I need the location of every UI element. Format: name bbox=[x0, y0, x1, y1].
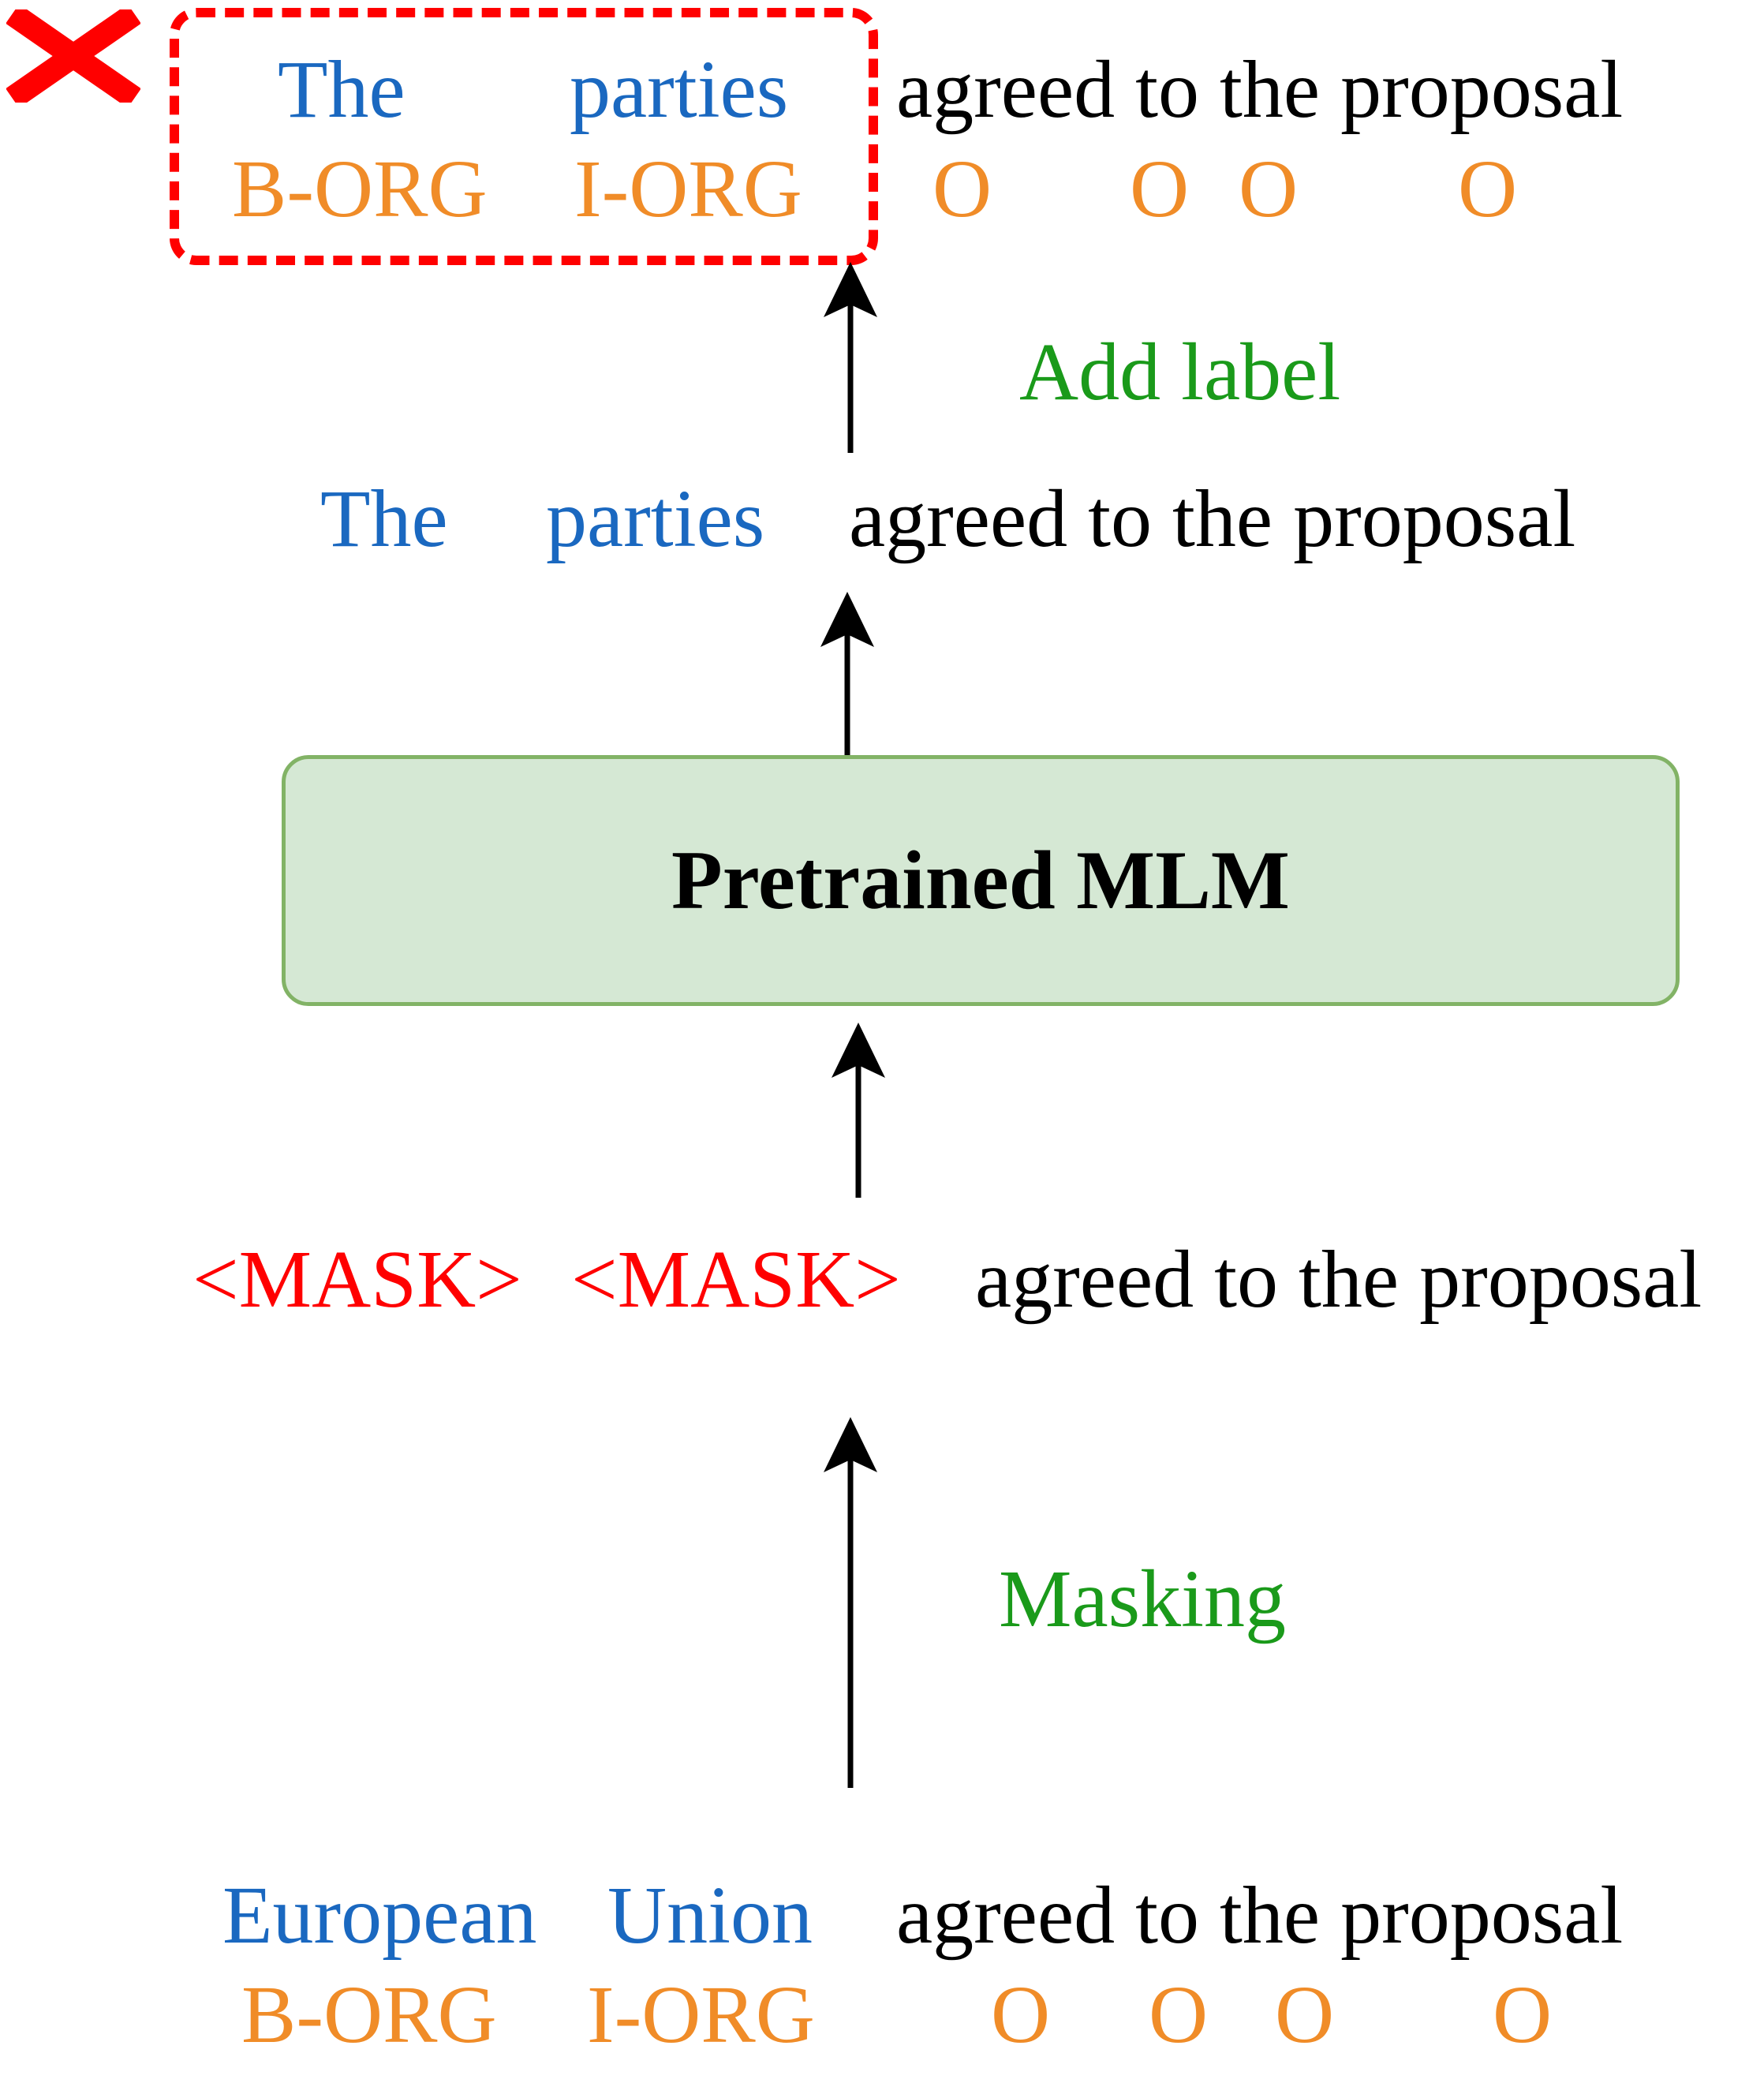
arrow-add-label bbox=[824, 262, 877, 453]
model-label: Pretrained MLM bbox=[671, 834, 1290, 926]
arrow-mask-to-mlm bbox=[832, 1023, 885, 1198]
step-masking: Masking bbox=[999, 1554, 1286, 1644]
mask-token-1: <MASK> bbox=[192, 1234, 522, 1325]
input-label-2: I-ORG bbox=[587, 1969, 815, 2060]
output-entity-word-2: parties bbox=[570, 44, 789, 135]
input-label-5: O bbox=[1275, 1969, 1335, 2060]
output-entity-word-1: The bbox=[278, 44, 405, 135]
pretrained-mlm-box: Pretrained MLM bbox=[282, 755, 1680, 1006]
input-entity-word-2: Union bbox=[607, 1870, 813, 1961]
output-label-2: I-ORG bbox=[574, 144, 802, 234]
masked-context: agreed to the proposal bbox=[975, 1234, 1702, 1325]
input-label-3: O bbox=[991, 1969, 1051, 2060]
generated-entity-word-1: The bbox=[320, 473, 448, 564]
input-entity-word-1: European bbox=[222, 1870, 537, 1961]
rejected-entity-box bbox=[170, 8, 878, 265]
output-label-3: O bbox=[932, 144, 992, 234]
output-label-4: O bbox=[1130, 144, 1190, 234]
input-label-4: O bbox=[1149, 1969, 1209, 2060]
mask-token-2: <MASK> bbox=[571, 1234, 901, 1325]
step-add-label: Add label bbox=[1019, 327, 1341, 417]
output-label-5: O bbox=[1239, 144, 1299, 234]
generated-context: agreed to the proposal bbox=[849, 473, 1576, 564]
arrow-mlm-output bbox=[820, 592, 874, 756]
output-label-6: O bbox=[1458, 144, 1518, 234]
arrow-masking bbox=[824, 1417, 877, 1788]
cross-icon bbox=[6, 9, 140, 103]
output-label-1: B-ORG bbox=[232, 144, 488, 234]
output-context: agreed to the proposal bbox=[896, 44, 1624, 135]
input-label-1: B-ORG bbox=[241, 1969, 497, 2060]
generated-entity-word-2: parties bbox=[546, 473, 765, 564]
input-context: agreed to the proposal bbox=[896, 1870, 1624, 1961]
input-label-6: O bbox=[1493, 1969, 1553, 2060]
